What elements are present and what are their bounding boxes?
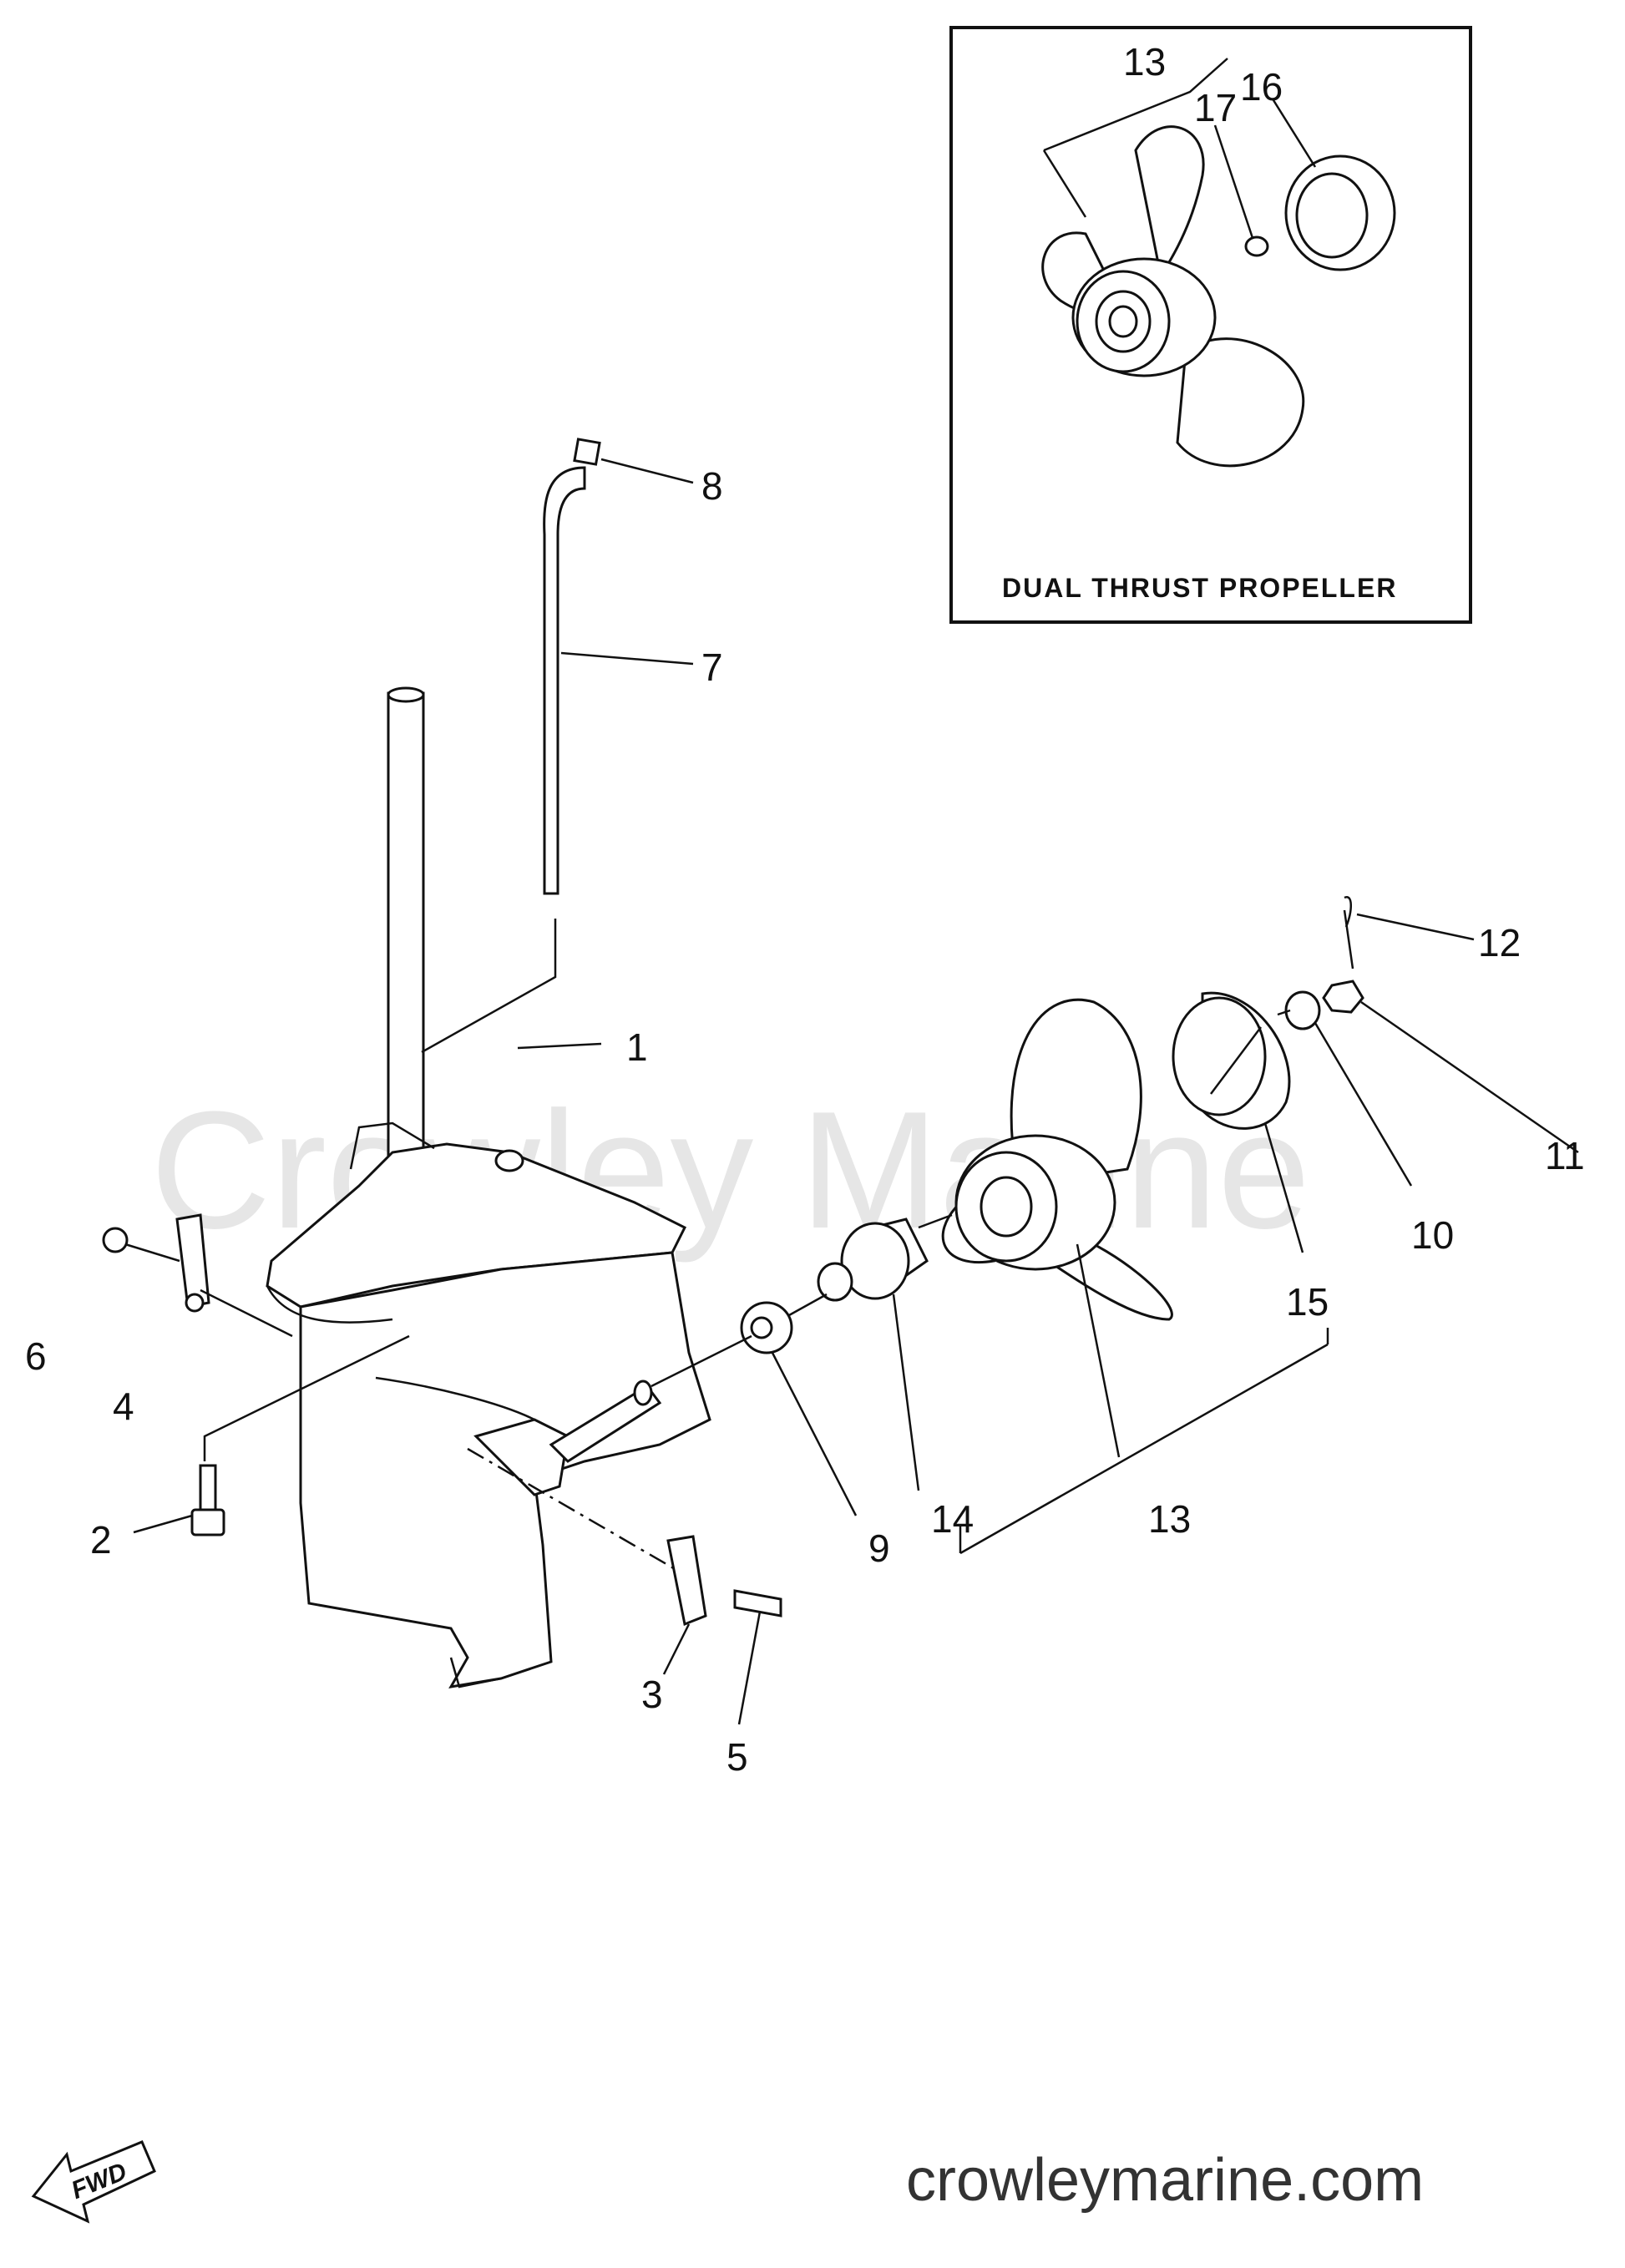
- drive-shaft: [387, 686, 425, 1162]
- thrust-hub-15: [1172, 991, 1291, 1130]
- bushing-14: [817, 1218, 929, 1302]
- callout-10: 10: [1411, 1213, 1454, 1257]
- callout-13-inset: 13: [1123, 40, 1166, 84]
- bolt-2: [190, 1464, 225, 1536]
- screw-5: [733, 1589, 782, 1617]
- callout-1: 1: [626, 1025, 648, 1069]
- inset-washer-17: [1244, 235, 1269, 257]
- callout-12: 12: [1478, 921, 1521, 964]
- callout-6: 6: [25, 1334, 47, 1378]
- callout-4: 4: [113, 1385, 134, 1428]
- spacer-9: [740, 1301, 793, 1354]
- callout-3: 3: [641, 1673, 663, 1716]
- website-text: crowleymarine.com: [906, 2147, 1424, 2214]
- callout-5: 5: [726, 1735, 748, 1779]
- callout-15: 15: [1286, 1280, 1329, 1324]
- inset-propeller-drawing: [1041, 58, 1396, 468]
- callout-13: 13: [1148, 1497, 1191, 1541]
- grommet-8: [573, 438, 601, 466]
- water-tube: [543, 466, 586, 895]
- nut-6: [102, 1227, 129, 1253]
- propeller-shaft: [549, 1380, 662, 1463]
- dual-thrust-propeller-inset: 13 17 16 DUAL THRUST PROPELLER: [949, 26, 1472, 624]
- nut-11: [1322, 980, 1364, 1014]
- trim-anode-4: [175, 1213, 210, 1313]
- forward-arrow-icon: FWD: [31, 2140, 156, 2224]
- callout-16: 16: [1240, 65, 1283, 109]
- inset-thrust-hub-16: [1284, 154, 1396, 271]
- callout-2: 2: [90, 1518, 112, 1562]
- washer-10: [1284, 990, 1321, 1030]
- callout-11: 11: [1545, 1134, 1585, 1177]
- anode-3: [666, 1535, 707, 1627]
- callout-9: 9: [868, 1526, 890, 1570]
- callout-17: 17: [1194, 86, 1237, 129]
- callout-14: 14: [931, 1497, 974, 1541]
- propeller-13: [941, 998, 1173, 1321]
- inset-title: DUAL THRUST PROPELLER: [1002, 573, 1397, 603]
- callout-7: 7: [701, 645, 723, 689]
- cotter-pin-12: [1344, 895, 1352, 928]
- callout-8: 8: [701, 464, 723, 508]
